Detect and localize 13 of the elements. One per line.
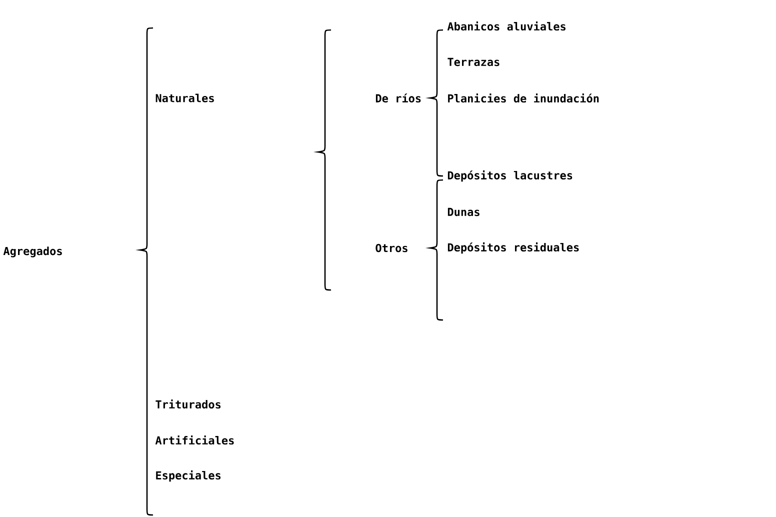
category-label: Especiales [156,470,221,482]
category-label: De ríos [376,94,421,102]
category-label: Abanicos aluviales [447,21,566,31]
category-label: Dunas [448,208,480,216]
category-label: Agregados [3,246,62,258]
category-label: Triturados [156,399,221,409]
category-label: Terrazas [448,58,500,66]
category-label: Planicies de inundación [448,93,599,103]
category-label: Artificiales [155,435,234,445]
category-label: Depósitos lacustres [448,170,572,182]
category-label: Depósitos residuales [448,242,579,254]
category-label: Otros [376,244,408,252]
category-label: Naturales [156,94,214,102]
